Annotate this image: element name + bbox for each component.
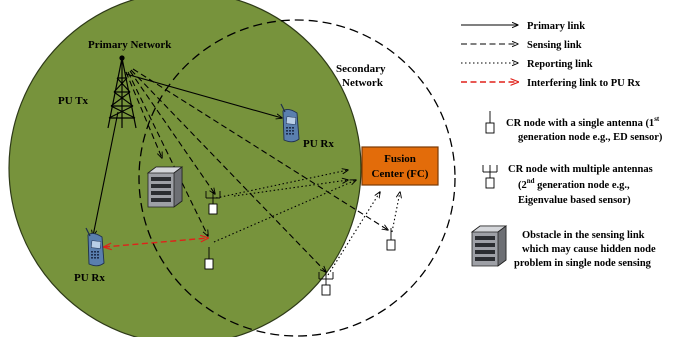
legend-single-antenna-text-1: CR node with a single antenna (1st (506, 115, 660, 129)
legend-multi-antenna-icon (482, 164, 498, 189)
interfering-link (104, 238, 208, 247)
legend-single-antenna-icon (485, 110, 495, 134)
primary-network-label: Primary Network (88, 39, 172, 51)
legend-obstacle-text-1: Obstacle in the sensing link (522, 230, 645, 241)
fusion-center-label-2: Center (FC) (372, 168, 429, 180)
legend-multi-antenna-text-3: Eigenvalue based sensor) (518, 195, 631, 206)
sensing-link-5 (132, 68, 388, 230)
legend-obstacle-text-2: which may cause hidden node (522, 244, 656, 255)
pu-rx-bottom-label: PU Rx (74, 272, 105, 284)
reporting-link-4 (391, 192, 400, 233)
legend-single-antenna-text-2: generation node e.g., ED sensor) (518, 132, 663, 143)
sensing-link-1 (125, 71, 162, 158)
secondary-network-label-2: Network (342, 77, 384, 89)
reporting-link-3 (327, 192, 380, 276)
primary-link-tx-to-rx-bottom (93, 111, 119, 236)
primary-network-area (8, 0, 362, 337)
fusion-center-label-1: Fusion (384, 153, 416, 165)
sensing-link-3 (129, 70, 215, 194)
legend-multi-antenna-text-1: CR node with multiple antennas (508, 164, 653, 175)
legend-multi-antenna-text-2: (2nd generation node e.g., (518, 177, 630, 191)
cr-node-single-antenna-2 (386, 227, 396, 251)
pu-tx-label: PU Tx (58, 95, 89, 107)
fusion-center-box (361, 146, 439, 186)
sensing-link-2 (127, 71, 208, 236)
secondary-network-boundary (138, 19, 456, 337)
legend-sensing-link-label: Sensing link (527, 40, 582, 51)
reporting-link-1 (215, 170, 348, 199)
obstacle-building-icon (147, 166, 183, 208)
legend-obstacle-icon (471, 225, 507, 267)
legend: Primary link Sensing link Reporting link… (461, 21, 663, 269)
legend-interfering-link-label: Interfering link to PU Rx (527, 78, 641, 89)
secondary-network-label-1: Secondary (336, 63, 386, 75)
sensing-link-4 (130, 69, 326, 272)
pu-tx-tower-icon (107, 55, 137, 129)
legend-reporting-link-label: Reporting link (527, 59, 593, 70)
legend-obstacle-text-3: problem in single node sensing (514, 258, 652, 269)
reporting-link-2 (213, 180, 356, 243)
pu-rx-top-label: PU Rx (303, 138, 334, 150)
legend-primary-link-label: Primary link (527, 21, 585, 32)
